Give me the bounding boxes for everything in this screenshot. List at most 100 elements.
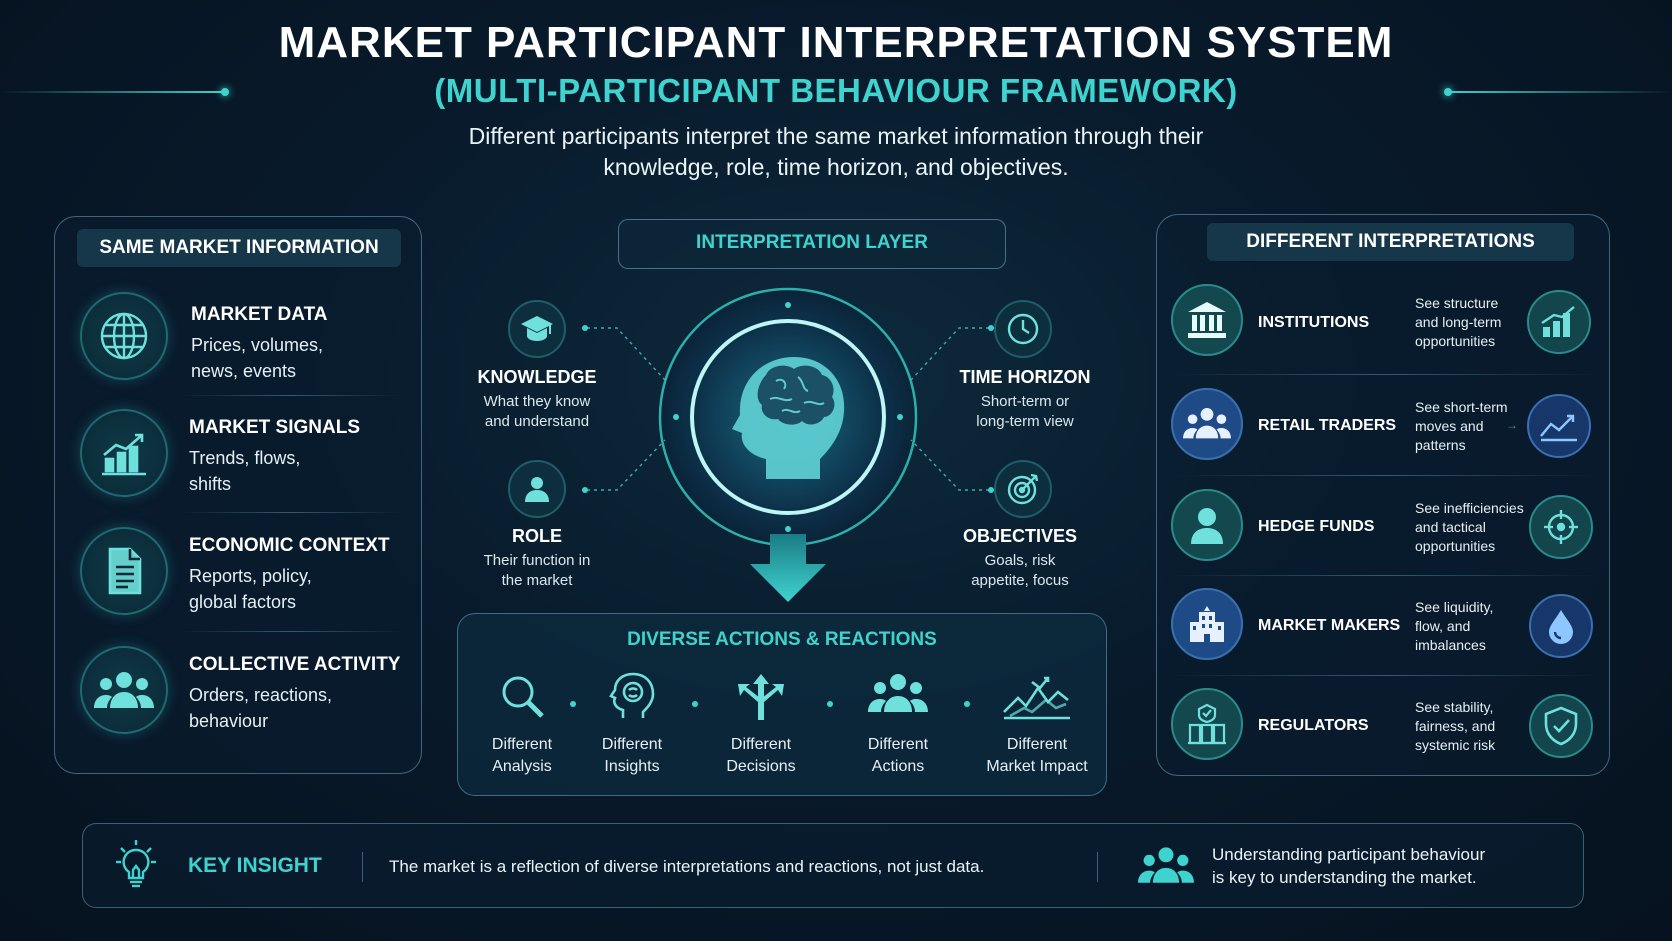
header-dot-left [221, 88, 229, 96]
interpretation-line: See stability, [1415, 699, 1494, 715]
left-item-desc-line: global factors [189, 592, 297, 612]
left-item-title: MARKET SIGNALS [189, 417, 360, 438]
interpretation-layer-tag: INTERPRETATION LAYER [618, 219, 1006, 269]
document-icon [80, 527, 168, 615]
header-line-right [1448, 91, 1672, 93]
interpretation-line: See structure [1415, 295, 1499, 311]
behaviour-note-line: is key to understanding the market. [1212, 868, 1477, 887]
factor-role: ROLE Their function in the market [457, 526, 617, 591]
action-label-line: Different [867, 736, 929, 753]
header-dot-right [1444, 88, 1452, 96]
left-item-desc-line: Orders, reactions, [189, 685, 333, 705]
down-arrow [750, 534, 826, 602]
line-chart-icon [1527, 394, 1591, 458]
factor-title: ROLE [511, 526, 562, 546]
factor-desc: Short-term or long-term view [945, 392, 1105, 432]
left-item-desc-line: shifts [189, 474, 232, 494]
factor-desc-line: Goals, risk [984, 552, 1056, 569]
participant-name: HEDGE FUNDS [1258, 518, 1375, 535]
bar-chart-icon [80, 409, 168, 497]
action-item-decisions: Different Decisions [706, 672, 816, 778]
action-label-line: Different [491, 736, 553, 753]
description-line-2: knowledge, role, time horizon, and objec… [603, 154, 1069, 180]
person-icon [1171, 489, 1243, 561]
actions-title: DIVERSE ACTIONS & REACTIONS [627, 629, 937, 650]
market-impact-chart-icon [972, 672, 1102, 722]
split-arrow-icon [706, 672, 816, 722]
government-building-icon [1171, 688, 1243, 760]
interpretation-line: opportunities [1415, 538, 1496, 554]
action-label: Different Decisions [706, 734, 816, 778]
interpretation-line: fairness, and [1415, 718, 1496, 734]
right-separator [1170, 675, 1600, 676]
page-description: Different participants interpret the sam… [336, 121, 1336, 183]
interpretation-line: systemic risk [1415, 737, 1496, 753]
right-panel-tag: DIFFERENT INTERPRETATIONS [1207, 223, 1574, 261]
action-label-line: Insights [604, 758, 660, 775]
interpretation-line: flow, and [1415, 618, 1471, 634]
connector-lines [582, 325, 994, 493]
description-line-1: Different participants interpret the sam… [468, 123, 1204, 149]
factor-objectives: OBJECTIVES Goals, risk appetite, focus [940, 526, 1100, 591]
action-label-line: Decisions [726, 758, 796, 775]
left-separator [180, 395, 402, 396]
people-icon [80, 646, 168, 734]
arrow-icon: → [1506, 418, 1518, 432]
interpretation-line: patterns [1415, 437, 1466, 453]
participant-name: REGULATORS [1258, 717, 1369, 734]
participant-name: INSTITUTIONS [1258, 314, 1370, 331]
action-label: Different Market Impact [972, 734, 1102, 778]
left-item-collective-activity: COLLECTIVE ACTIVITY Orders, reactions, b… [78, 646, 408, 736]
left-separator [180, 631, 402, 632]
interpretation-line: See short-term [1415, 399, 1508, 415]
magnifier-icon [467, 672, 577, 722]
user-icon [508, 460, 566, 518]
group-icon [843, 672, 953, 722]
participant-interpretation: See inefficiencies and tactical opportun… [1415, 499, 1550, 556]
factor-desc-line: What they know [483, 393, 591, 410]
left-item-title: COLLECTIVE ACTIVITY [189, 654, 401, 675]
interpretation-line: See inefficiencies [1415, 500, 1524, 516]
left-item-market-signals: MARKET SIGNALS Trends, flows, shifts [78, 409, 408, 499]
participant-row-institutions: INSTITUTIONS See structure and long-term… [1170, 284, 1600, 364]
factor-desc-line: Their function in [483, 552, 591, 569]
water-drop-icon [1529, 594, 1593, 658]
office-building-icon [1171, 588, 1243, 660]
participant-interpretation: See stability, fairness, and systemic ri… [1415, 698, 1545, 755]
interpretation-line: and long-term [1415, 314, 1502, 330]
interpretation-line: moves and [1415, 418, 1484, 434]
action-label-line: Market Impact [986, 758, 1088, 775]
crosshair-icon [1529, 495, 1593, 559]
left-separator [180, 512, 402, 513]
left-item-desc-line: news, events [191, 361, 297, 381]
target-icon [994, 460, 1052, 518]
action-label-line: Different [1006, 736, 1068, 753]
factor-desc-line: and understand [484, 413, 590, 430]
action-label: Different Insights [577, 734, 687, 778]
left-item-title: ECONOMIC CONTEXT [189, 535, 390, 556]
factor-desc: Goals, risk appetite, focus [940, 551, 1100, 591]
graduation-cap-icon [508, 300, 566, 358]
factor-title: KNOWLEDGE [477, 367, 597, 387]
action-separator-dot [827, 701, 833, 707]
action-item-insights: Different Insights [577, 672, 687, 778]
factor-time-horizon: TIME HORIZON Short-term or long-term vie… [945, 367, 1105, 432]
action-label-line: Different [601, 736, 663, 753]
bottom-separator [1097, 852, 1098, 882]
left-item-desc: Orders, reactions, behaviour [189, 682, 419, 734]
actions-panel [457, 613, 1107, 796]
key-insight-text: The market is a reflection of diverse in… [389, 857, 985, 876]
left-item-desc-line: Prices, volumes, [191, 335, 324, 355]
key-insight-label: KEY INSIGHT [188, 854, 322, 877]
factor-desc-line: the market [501, 572, 573, 589]
factor-title: TIME HORIZON [959, 367, 1091, 387]
key-insight-bar [82, 823, 1584, 908]
participant-row-regulators: REGULATORS See stability, fairness, and … [1170, 688, 1600, 768]
factor-title: OBJECTIVES [962, 526, 1078, 546]
participant-row-retail-traders: RETAIL TRADERS See short-term moves and … [1170, 388, 1600, 468]
bank-building-icon [1171, 284, 1243, 356]
factor-desc: What they know and understand [457, 392, 617, 432]
interpretation-line: See liquidity, [1415, 599, 1494, 615]
action-label-line: Actions [871, 758, 925, 775]
left-item-title: MARKET DATA [191, 304, 328, 325]
